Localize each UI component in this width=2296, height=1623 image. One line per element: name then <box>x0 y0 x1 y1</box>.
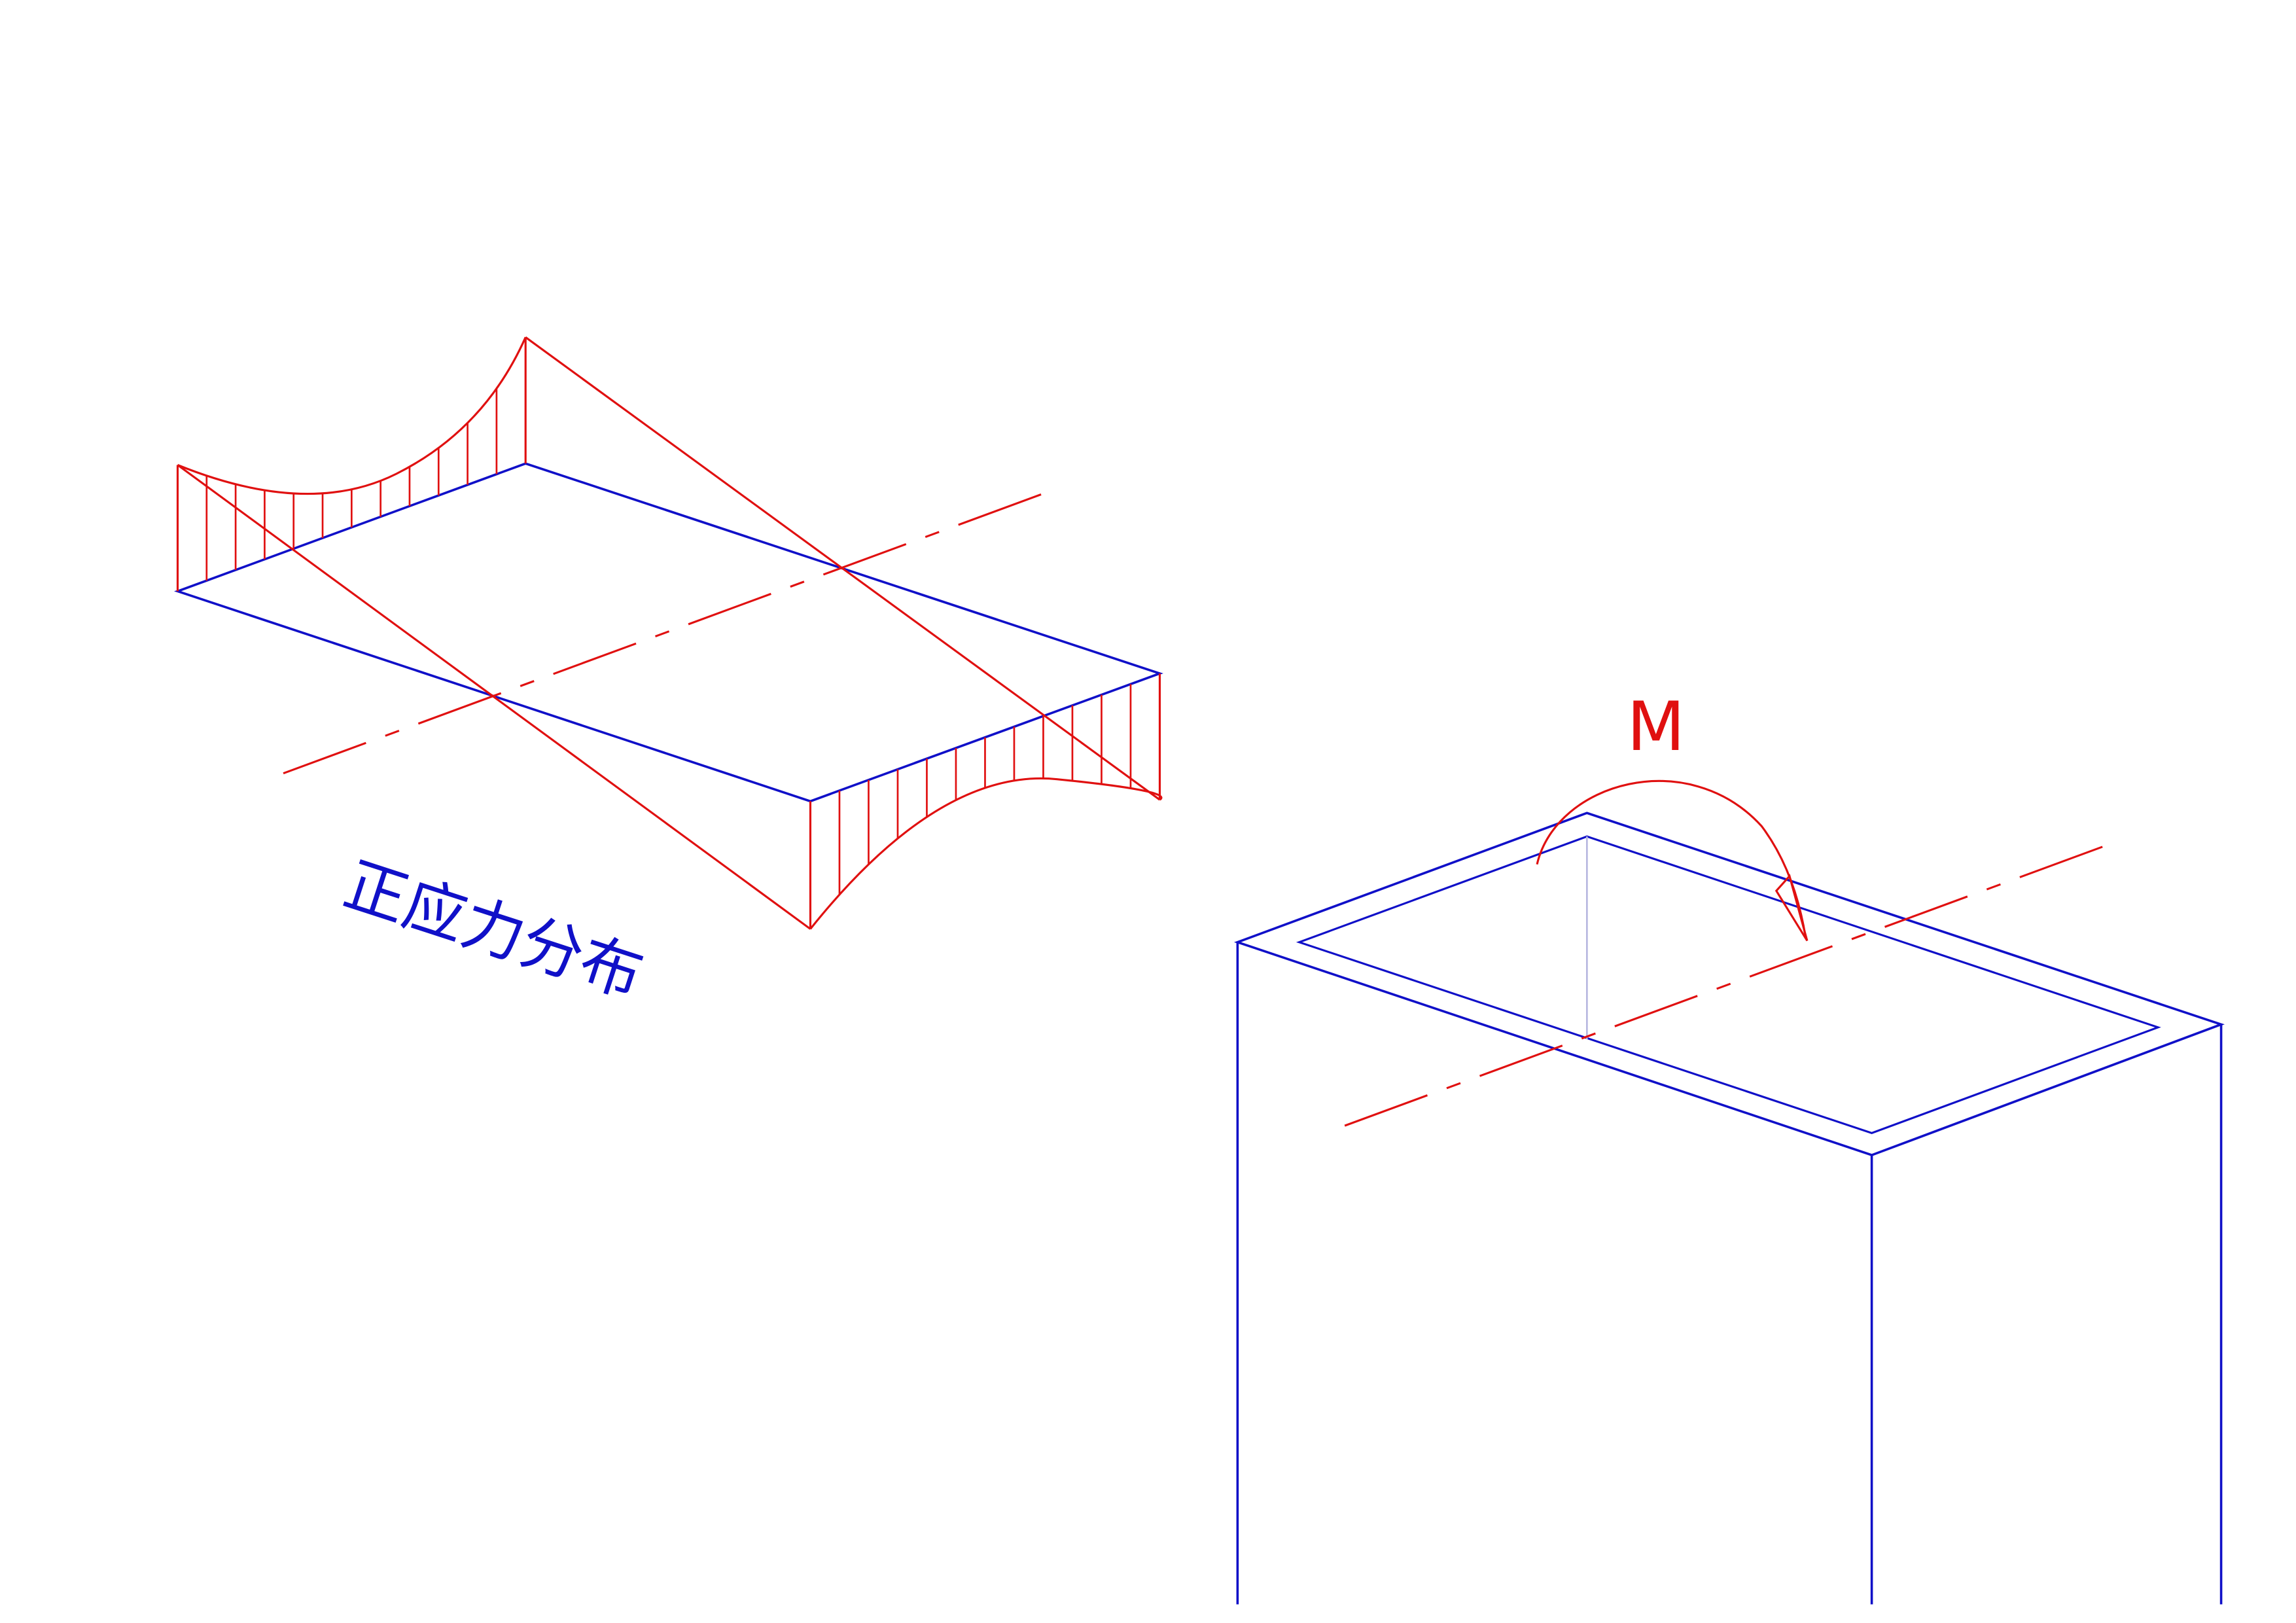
neutral-axis-line <box>283 491 1046 775</box>
beam-neutral-axis-line <box>1344 844 2108 1127</box>
stress-hatching-tension <box>205 389 498 581</box>
stress-envelope-curve-tension <box>177 336 527 495</box>
bending-moment-arc <box>1536 779 1807 938</box>
beam-top-inner-edge <box>1296 835 2161 1135</box>
stress-distribution-caption: 正应力分布 <box>336 849 651 1012</box>
stress-profile-line-left <box>177 464 811 930</box>
stress-hatching-compression <box>838 684 1132 895</box>
stress-profile-line-right <box>525 336 1161 801</box>
bending-moment-arrowhead <box>1775 874 1809 942</box>
moment-label: M <box>1627 688 1685 766</box>
stress-envelope-curve-compression <box>809 777 1163 930</box>
stress-section-group: 正应力分布 <box>174 336 1163 1012</box>
box-beam-group: M <box>1233 688 2225 1605</box>
